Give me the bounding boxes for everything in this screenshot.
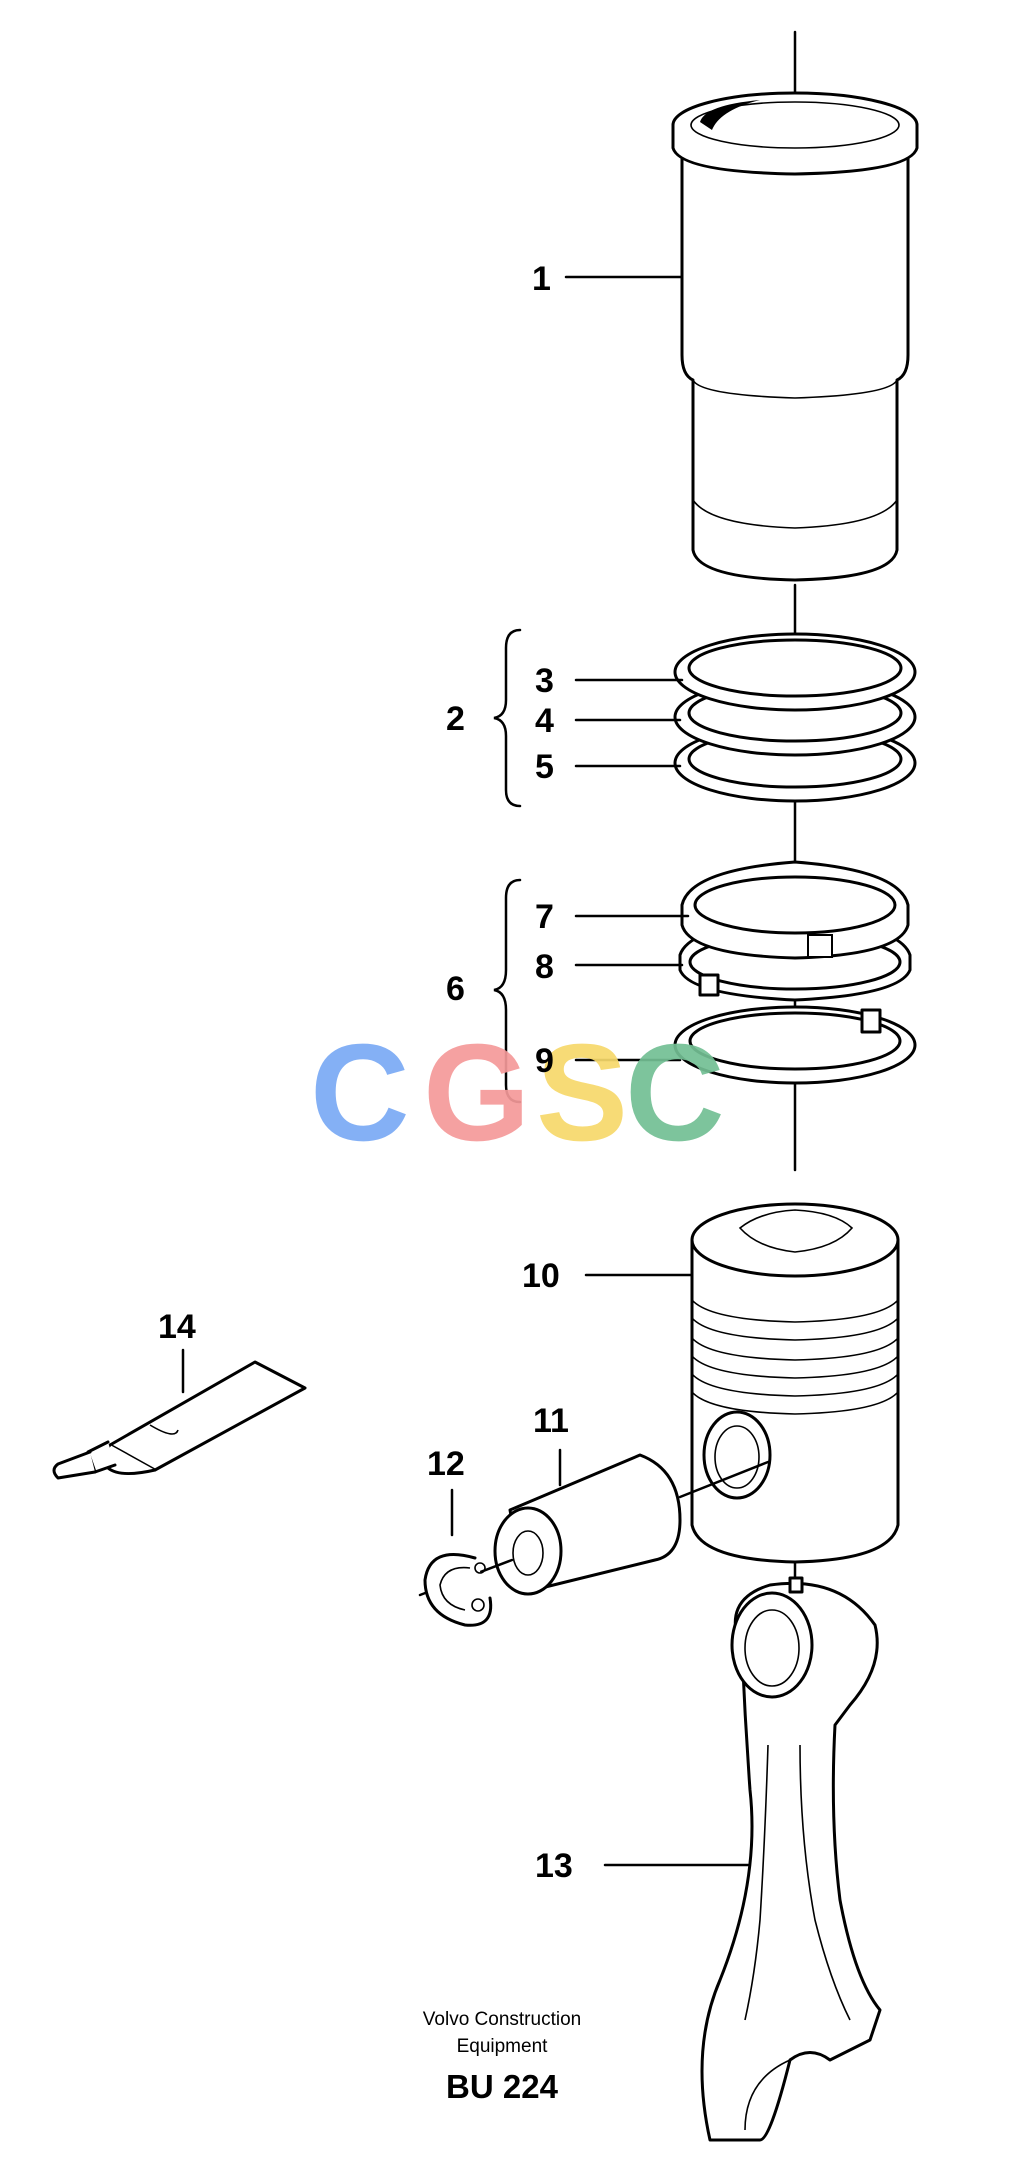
caption-line-1: Volvo Construction <box>423 2009 581 2030</box>
drawing-code: BU 224 <box>446 2068 559 2105</box>
piston <box>690 1202 900 1564</box>
callout-12: 12 <box>427 1445 465 1483</box>
watermark-letter-3: S <box>536 1016 628 1170</box>
sealant-tube <box>52 1360 307 1480</box>
callout-5: 5 <box>535 748 554 786</box>
leader-lines <box>181 275 750 1867</box>
watermark-letter-4: C <box>625 1016 725 1170</box>
piston-ring-set-6 <box>673 860 917 1085</box>
callout-10: 10 <box>522 1257 560 1295</box>
callout-8: 8 <box>535 948 554 986</box>
callout-4: 4 <box>535 702 554 740</box>
watermark-letter-1: C <box>310 1016 410 1170</box>
callout-2: 2 <box>446 700 465 738</box>
caption-block: Volvo Construction Equipment BU 224 <box>423 2009 581 2105</box>
callout-11: 11 <box>533 1402 569 1440</box>
piston-ring-set-2 <box>673 632 917 803</box>
watermark-letter-2: G <box>423 1016 530 1170</box>
caption-line-2: Equipment <box>457 2036 549 2057</box>
callout-6: 6 <box>446 970 465 1008</box>
watermark: C G S C <box>310 1016 725 1170</box>
connecting-rod <box>700 1576 882 2142</box>
piston-pin <box>418 1453 770 1597</box>
callout-labels: 1 2 3 4 5 6 7 8 9 10 11 12 13 14 <box>158 260 573 1885</box>
callout-1: 1 <box>532 260 551 298</box>
group-braces <box>493 628 522 1104</box>
circlip <box>423 1553 493 1627</box>
callout-13: 13 <box>535 1847 573 1885</box>
callout-3: 3 <box>535 662 554 700</box>
callout-14: 14 <box>158 1308 196 1346</box>
callout-9: 9 <box>535 1042 554 1080</box>
cylinder-liner <box>671 91 919 582</box>
callout-7: 7 <box>535 898 554 936</box>
